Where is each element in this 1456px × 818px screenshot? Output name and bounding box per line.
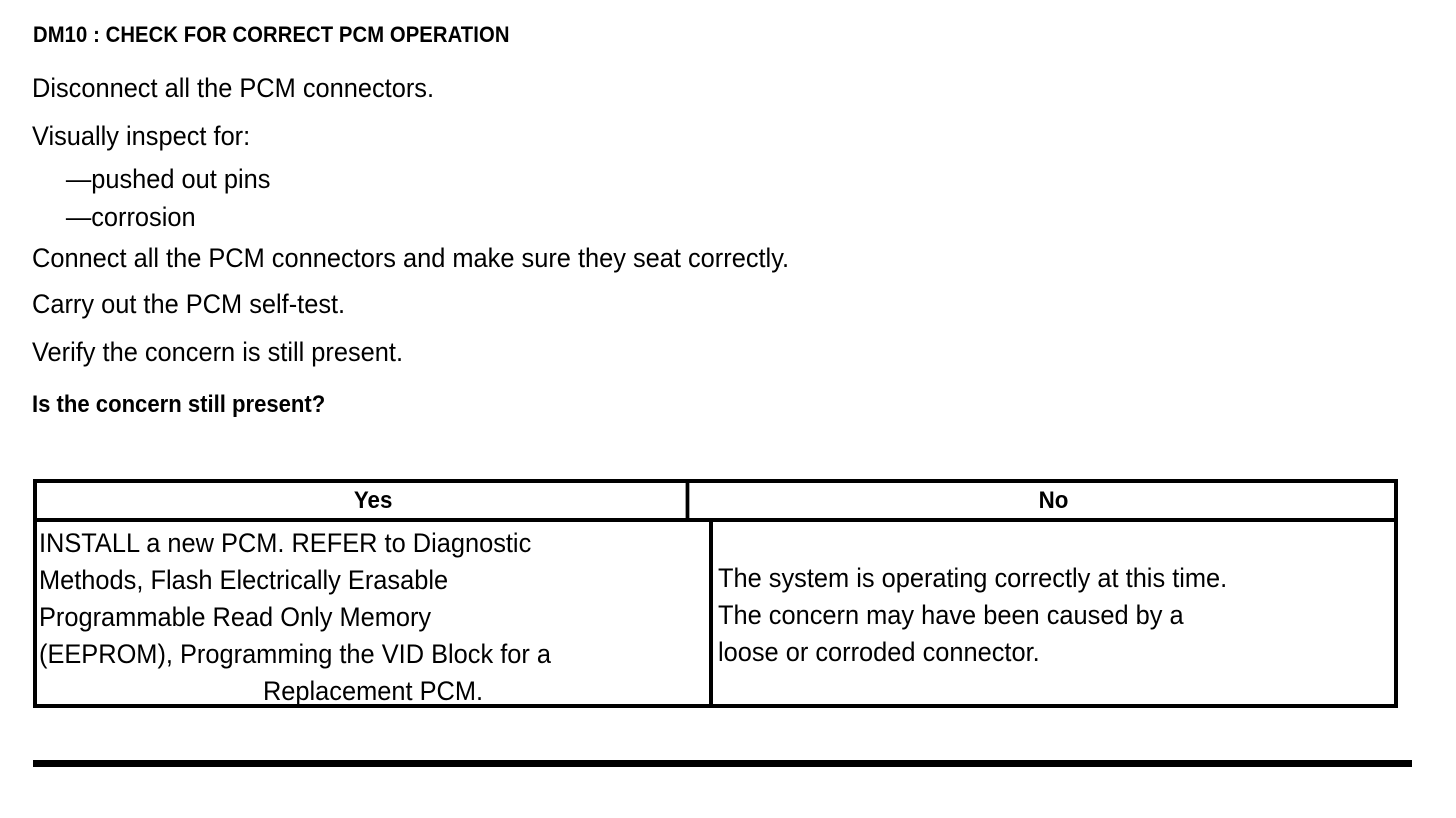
header-no-label: No <box>1038 486 1069 514</box>
yes-cell-line: (EEPROM), Programming the VID Block for … <box>39 639 551 669</box>
decision-table-header-no: No <box>737 483 1370 518</box>
decision-table-cell-no: The system is operating correctly at thi… <box>713 522 1394 708</box>
decision-table-header-yes: Yes <box>61 483 690 518</box>
no-cell-line: loose or corroded connector. <box>718 636 1040 667</box>
decision-question: Is the concern still present? <box>32 391 326 418</box>
yes-cell-line: INSTALL a new PCM. REFER to Diagnostic <box>39 528 532 558</box>
decision-table: Yes No INSTALL a new PCM. REFER to Diagn… <box>33 479 1398 708</box>
yes-cell-line: Programmable Read Only Memory <box>39 602 432 632</box>
no-cell-line: The concern may have been caused by a <box>718 599 1184 630</box>
decision-table-cell-yes: INSTALL a new PCM. REFER to Diagnostic M… <box>37 522 713 708</box>
decision-table-body-row: INSTALL a new PCM. REFER to Diagnostic M… <box>37 522 1394 708</box>
step-heading: DM10 : CHECK FOR CORRECT PCM OPERATION <box>33 22 510 47</box>
yes-cell-line: Methods, Flash Electrically Erasable <box>39 565 449 595</box>
procedure-line-self-test: Carry out the PCM self-test. <box>32 289 346 319</box>
procedure-line-connect: Connect all the PCM connectors and make … <box>32 243 790 273</box>
yes-cell-line: Replacement PCM. <box>262 676 484 706</box>
procedure-line-visually-inspect: Visually inspect for: <box>32 121 251 151</box>
no-cell-line: The system is operating correctly at thi… <box>718 562 1228 593</box>
procedure-subitem-pushed-out-pins: —pushed out pins <box>65 164 271 194</box>
procedure-steps-block: Disconnect all the PCM connectors. Visua… <box>32 64 1412 434</box>
decision-table-header-row: Yes No <box>37 483 1394 522</box>
procedure-line-verify-concern: Verify the concern is still present. <box>32 337 404 367</box>
header-yes-label: Yes <box>353 486 393 514</box>
section-divider-rule <box>33 760 1412 767</box>
procedure-subitem-corrosion: —corrosion <box>65 202 196 232</box>
procedure-line-disconnect: Disconnect all the PCM connectors. <box>32 73 435 103</box>
